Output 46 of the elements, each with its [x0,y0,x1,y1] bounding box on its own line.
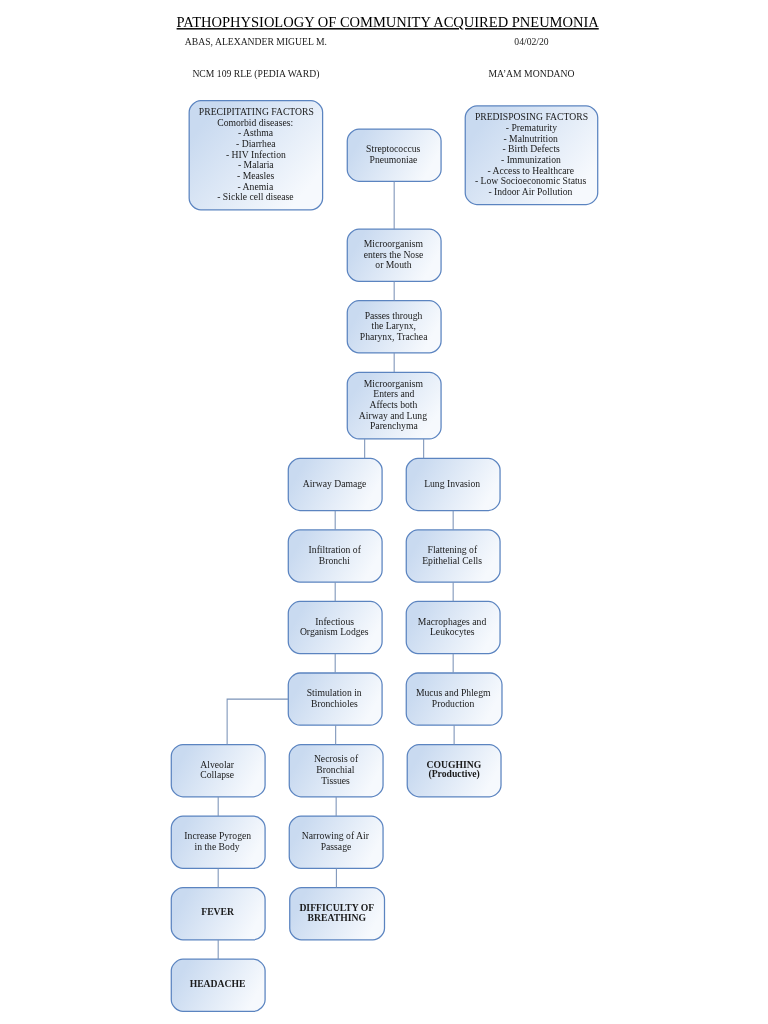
node-box: Microorganism Enters and Affects both Airway and Lung Parenchyma [346,371,442,440]
connector [452,653,454,674]
connector [334,653,336,674]
connector [452,510,454,531]
node-box: FEVER [170,887,266,941]
connector [452,581,454,602]
node-box: Narrowing of Air Passage [288,815,384,869]
node-box: Airway Damage [287,457,383,512]
connector [334,510,336,531]
node-box: Stimulation in Bronchioles [287,672,383,726]
node-box: Microorganism enters the Nose or Mouth [346,228,442,282]
node-box: Passes through the Larynx, Pharynx, Trachea [346,300,442,354]
node-box: Mucus and Phlegm Production [405,672,503,726]
node-box: Increase Pyrogen in the Body [170,815,266,869]
node-box: PRECIPITATING FACTORS Comorbid diseases: - Asthma - Diarrhea - HIV Infection - Malaria - Measles - Anemia - Sickle cell disease [188,99,323,211]
connector [453,724,455,745]
connector [393,352,395,373]
connector [217,867,219,889]
connector [334,724,336,745]
node-box: Necrosis of Bronchial Tissues [288,743,384,798]
connector [363,438,365,459]
node-box: COUGHING (Productive) [406,743,502,798]
connector [393,180,395,230]
connector [217,796,219,817]
node-box: Infiltration of Bronchi [287,529,383,583]
connector [393,281,395,302]
connector [335,867,337,889]
diagram-title: PATHOPHYSIOLOGY OF COMMUNITY ACQUIRED PNEUMONIA [176,14,599,31]
node-box: Flattening of Epithelial Cells [405,529,501,583]
connector [334,581,336,602]
label: 04/02/20 [513,36,549,48]
node-box: Alveolar Collapse [170,743,266,798]
connector [422,438,424,459]
node-box: Lung Invasion [405,457,501,512]
node-box: HEADACHE [170,958,266,1013]
node-box: PREDISPOSING FACTORS - Prematurity - Malnutrition - Birth Defects - Immunization - Access to Healthcare - Low Socioeconomic Status - Indoor Air Pollution [464,105,598,206]
label: MA’AM MONDANO [487,68,575,80]
node-box: DIFFICULTY OF BREATHING [288,887,385,941]
connector [226,698,289,745]
node-box: Streptococcus Pneumoniae [346,128,442,182]
connector [217,939,219,960]
node-box: Macrophages and Leukocytes [405,600,501,655]
label: NCM 109 RLE (PEDIA WARD) [191,68,319,80]
label: ABAS, ALEXANDER MIGUEL M. [184,36,327,48]
node-box: Infectious Organism Lodges [287,600,383,655]
connector [335,796,337,817]
